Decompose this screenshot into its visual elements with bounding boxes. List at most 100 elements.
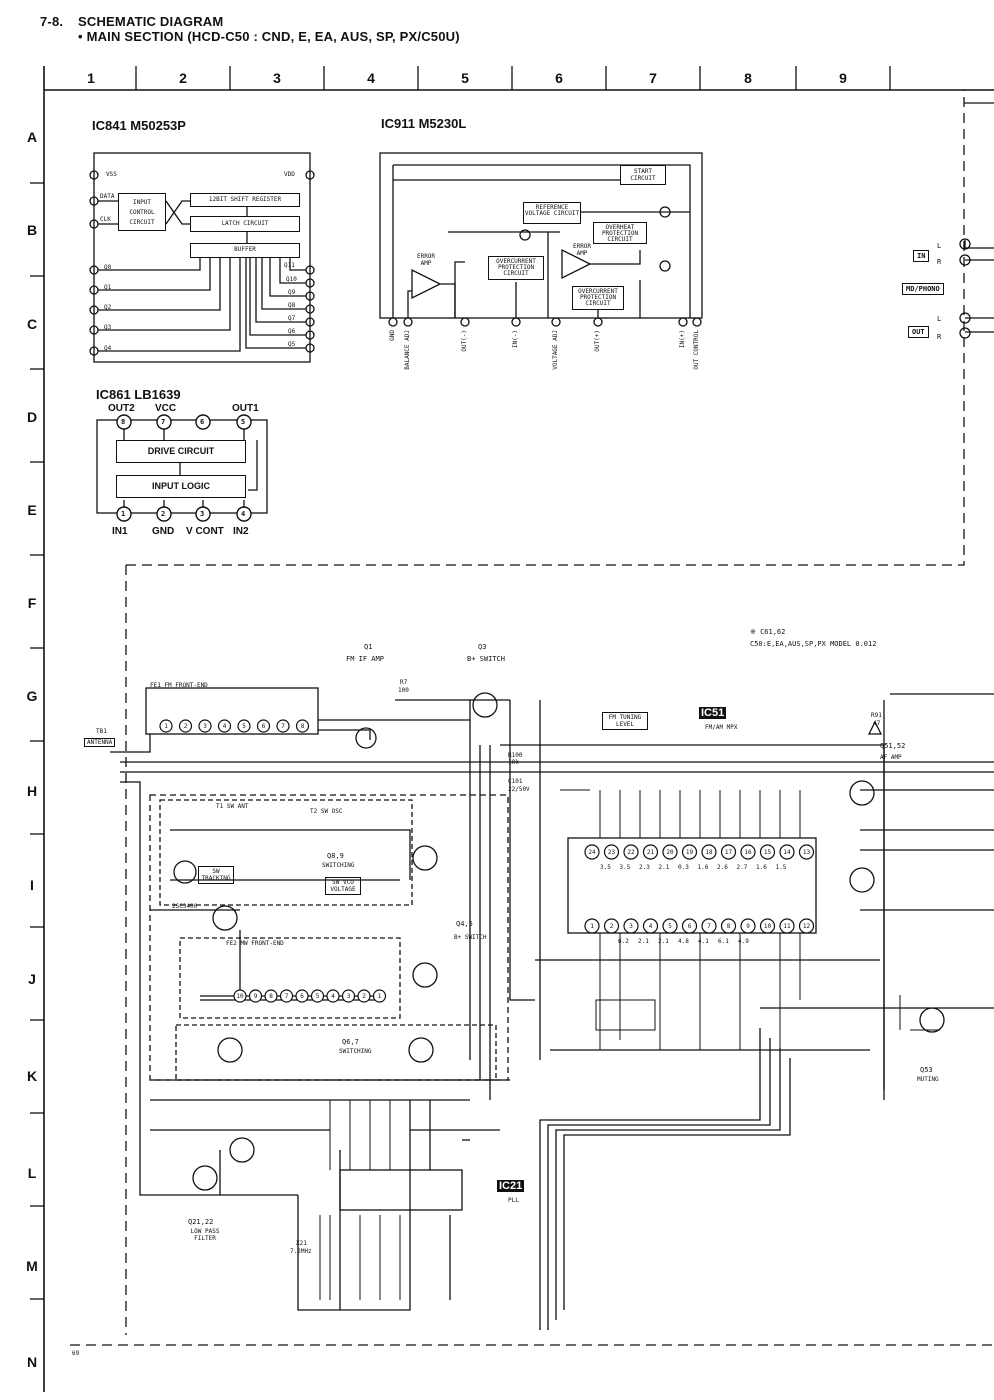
ic51-bottom-pin-number: 4	[648, 923, 653, 930]
ic911-overheat-block: OVERHEAT PROTECTION CIRCUIT	[593, 222, 647, 244]
ic51-top-pin-number: 23	[607, 849, 616, 856]
ic861-pin-1: 1	[121, 510, 126, 518]
r91-label: R91	[871, 712, 882, 719]
ic861-label-out2: OUT2	[108, 403, 135, 414]
ic841-shift-register-block: 12BIT SHIFT REGISTER	[190, 193, 300, 207]
ic51-bottom-pin-circle	[779, 918, 795, 934]
c101-label: C101	[508, 778, 523, 785]
ic861-label-in2: IN2	[233, 526, 249, 537]
fe2-label: FE2 MW FRONT-END	[226, 940, 284, 947]
r7-label: R7	[400, 679, 408, 686]
ic51-top-pin-number: 24	[588, 849, 596, 856]
ic51-bottom-pin-number: 11	[783, 923, 791, 930]
ic841-pin-q9: Q9	[288, 289, 296, 296]
fe1-pin-number: 7	[281, 723, 285, 730]
ic861-input-logic-block: INPUT LOGIC	[116, 475, 246, 498]
column-label: 4	[367, 70, 375, 86]
row-label: N	[26, 1354, 38, 1370]
section-number: 7-8.	[40, 14, 64, 29]
ic51-bottom-pin-number: 5	[668, 923, 672, 930]
r91-value: 47	[873, 720, 881, 727]
fe1-pin-number: 3	[203, 723, 207, 730]
ic51-bottom-pin-circle	[584, 918, 600, 934]
ic841-title: IC841 M50253P	[92, 118, 186, 133]
column-label: 5	[461, 70, 469, 86]
q51-52-label: Q51,52	[880, 742, 906, 750]
row-label: B	[26, 222, 38, 238]
row-label: A	[26, 129, 38, 145]
ic21-label: IC21	[497, 1180, 525, 1192]
r7-value: 100	[398, 687, 409, 694]
ic841-pin-q1: Q1	[104, 284, 112, 291]
ic911-pin-in-plus: IN(+)	[679, 330, 686, 349]
fe1-pin-circle	[217, 719, 232, 733]
page-number: 69	[72, 1350, 80, 1357]
ic51-bottom-voltage: 2.1	[658, 938, 669, 945]
q4-5-label: Q4,5	[456, 920, 473, 928]
in-l-label: L	[937, 242, 942, 250]
ic841-pin-q0: Q0	[104, 264, 112, 271]
sw-tracking-label: SW TRACKING	[198, 866, 234, 884]
antenna-label: ANTENNA	[84, 738, 116, 747]
q4-5-desc: B+ SWITCH	[454, 934, 487, 941]
sw-vco-voltage-label: SW VCO VOLTAGE	[325, 877, 361, 895]
ic51-top-pin-circle	[642, 844, 659, 860]
fe1-pin-circle	[237, 719, 251, 733]
x21-label: X21	[296, 1240, 307, 1247]
ic51-top-voltage: 0.3	[678, 864, 689, 871]
ic861-label-out1: OUT1	[232, 403, 259, 414]
ic51-top-pin-circle	[740, 844, 756, 860]
ic51-bottom-pin-circle	[662, 918, 678, 934]
q8-9-label: Q8,9	[327, 852, 344, 860]
ic911-pin-gnd: GND	[389, 330, 396, 341]
ic51-top-pin-circle	[759, 844, 776, 860]
ic911-pin-voltage-adj: VOLTAGE ADJ	[552, 330, 559, 370]
fe2-pin-circle	[310, 989, 325, 1003]
ic911-overcurrent-block-2: OVERCURRENT PROTECTION CIRCUIT	[572, 286, 624, 310]
ic861-label-vcont: V CONT	[186, 526, 224, 537]
ic51-bottom-pin-circle	[623, 918, 639, 934]
fe2-pin-circle	[279, 989, 294, 1003]
ic51-top-pin-circle	[701, 844, 717, 860]
q6-7-label: Q6,7	[342, 1038, 359, 1046]
fe2-pin-number: 5	[315, 993, 320, 1000]
fe1-pin-number: 2	[183, 723, 188, 730]
q53-label: Q53	[920, 1066, 933, 1074]
ic911-pin-out-control: OUT CONTROL	[693, 330, 700, 370]
ic861-pin-7: 7	[161, 418, 166, 426]
ic911-overcurrent-block-1: OVERCURRENT PROTECTION CIRCUIT	[488, 256, 544, 280]
fm-tuning-level-label: FM TUNING LEVEL	[602, 712, 648, 730]
fe2-pin-circle	[372, 989, 387, 1003]
tb1-label: TB1	[96, 728, 107, 735]
fe2-pin-number: 7	[284, 993, 289, 1000]
fe2-pin-number: 2	[362, 993, 366, 1000]
column-label: 3	[273, 70, 281, 86]
column-label: 9	[839, 70, 847, 86]
ic911-pin-out-plus: OUT(+)	[594, 330, 601, 352]
ic861-label-in1: IN1	[112, 526, 128, 537]
fe1-pin-number: 1	[164, 723, 168, 730]
fe2-pin-number: 4	[331, 993, 335, 1000]
t1-label: T1 SW ANT	[216, 803, 249, 810]
fe1-pin-circle	[276, 719, 290, 733]
ic861-pin-3: 3	[200, 510, 205, 518]
q1-label: Q1	[364, 643, 373, 651]
fe2-pin-circle	[233, 989, 247, 1003]
fe2-pin-circle	[326, 989, 340, 1003]
fe2-pin-circle	[357, 989, 371, 1003]
ic841-pin-q3: Q3	[104, 324, 112, 331]
ic841-data-label: DATA	[100, 193, 115, 200]
page-subtitle: • MAIN SECTION (HCD-C50 : CND, E, EA, AU…	[78, 29, 460, 44]
row-label: F	[27, 595, 37, 611]
fe1-pin-number: 8	[300, 723, 305, 730]
ic841-pin-q4: Q4	[104, 345, 112, 352]
fe2-pin-circle	[264, 989, 278, 1003]
ic51-top-pin-number: 21	[646, 849, 655, 856]
ic51-top-pin-number: 15	[763, 849, 772, 856]
ic841-pin-q11: Q11	[284, 262, 295, 269]
fe2-pin-number: 9	[253, 993, 258, 1000]
ic841-pin-q2: Q2	[104, 304, 112, 311]
ic51-bottom-pin-circle	[798, 918, 815, 934]
page-title: SCHEMATIC DIAGRAM	[78, 14, 224, 29]
